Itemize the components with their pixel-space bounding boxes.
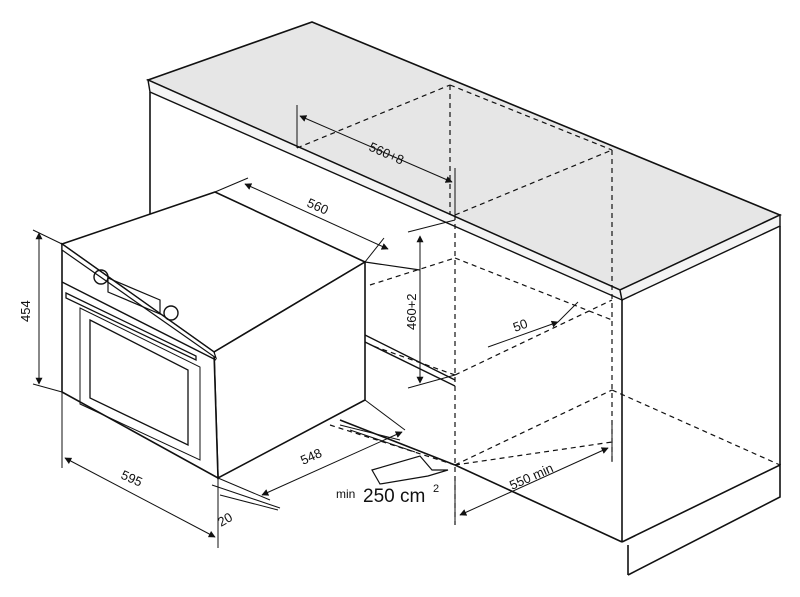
vent-value-label: 250 cm bbox=[363, 486, 425, 507]
oven-window bbox=[89, 318, 189, 447]
niche-height-label: 460+2 bbox=[404, 293, 419, 330]
rear-gap-label: 50 bbox=[511, 316, 530, 335]
oven-depth-label: 548 bbox=[298, 445, 324, 468]
vent-unit-power-label: 2 bbox=[433, 483, 439, 495]
oven-handle bbox=[65, 291, 197, 362]
oven-depth-top-label: 560 bbox=[305, 195, 331, 218]
oven-width-label: 595 bbox=[119, 467, 145, 490]
front-offset-label: 20 bbox=[215, 509, 235, 529]
cabinet-depth-label: 550 min bbox=[507, 460, 555, 493]
knob-right-icon bbox=[163, 305, 179, 321]
dimension-lines bbox=[32, 105, 613, 548]
vent-prefix-label: min bbox=[336, 487, 355, 501]
knob-left-icon bbox=[93, 269, 109, 285]
oven-height-label: 454 bbox=[18, 300, 33, 322]
oven-display bbox=[107, 277, 161, 315]
